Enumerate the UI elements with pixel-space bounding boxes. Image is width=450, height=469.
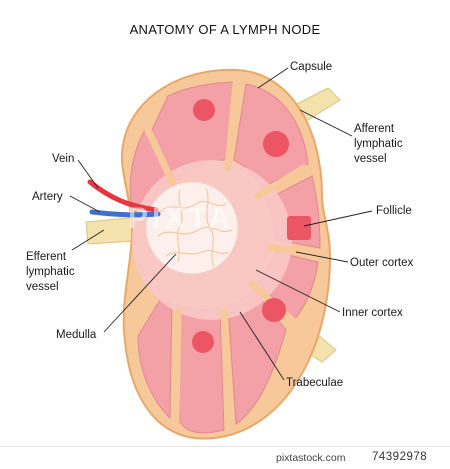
stock-id: 74392978 <box>372 451 428 463</box>
label-afferent-lymphatic-vessel: Afferent lymphatic vessel <box>354 122 403 167</box>
label-efferent-line-2: lymphatic <box>26 266 75 278</box>
label-trabeculae: Trabeculae <box>286 377 344 389</box>
label-medulla: Medulla <box>56 329 97 341</box>
label-afferent-line-1: Afferent <box>354 123 395 135</box>
trabeculae <box>144 80 322 432</box>
label-outer-cortex: Outer cortex <box>350 257 414 269</box>
label-inner-cortex: Inner cortex <box>342 307 403 319</box>
diagram-title: ANATOMY OF A LYMPH NODE <box>129 22 321 37</box>
label-afferent-line-2: lymphatic <box>354 138 403 150</box>
label-artery: Artery <box>32 191 63 203</box>
label-follicle: Follicle <box>376 205 412 217</box>
vein-vessel <box>87 179 159 213</box>
stock-brand: pixtastock.com <box>276 452 346 464</box>
medullary-sinuses <box>157 187 233 267</box>
label-efferent-line-3: vessel <box>26 281 59 293</box>
follicles <box>192 99 311 353</box>
label-efferent-lymphatic-vessel: Efferent lymphatic vessel <box>26 250 75 295</box>
watermark: PIXTA <box>128 202 235 235</box>
blood-vessels <box>87 179 161 218</box>
label-afferent-line-3: vessel <box>354 153 387 165</box>
label-capsule: Capsule <box>290 61 333 73</box>
artery-vessel <box>89 209 161 218</box>
label-efferent-line-1: Efferent <box>26 251 67 263</box>
stock-footer: pixtastock.com 74392978 <box>0 446 450 469</box>
leader-lines <box>69 67 373 381</box>
label-vein: Vein <box>52 153 75 165</box>
